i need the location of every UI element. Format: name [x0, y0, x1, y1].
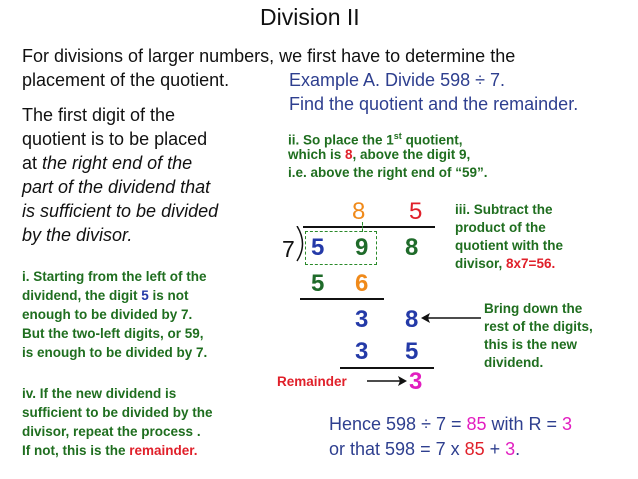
step-iv-line-4: If not, this is the remainder.: [22, 442, 198, 460]
new-dividend-digit-1: 3: [355, 306, 369, 333]
conclusion-remainder-2: 3: [505, 439, 516, 459]
division-bracket: [296, 226, 304, 262]
conclusion-line-1-a: Hence 598 ÷ 7 =: [329, 414, 467, 434]
conclusion-line-2-a: or that 598 = 7 x: [329, 439, 465, 459]
remainder-value: 3: [409, 368, 423, 395]
intro-line-1: For divisions of larger numbers, we firs…: [22, 46, 516, 66]
intro-line-2: placement of the quotient.: [22, 70, 230, 90]
step-iii-line-4: divisor, 8x7=56.: [455, 255, 555, 273]
division-bar: [303, 226, 435, 228]
bring-down-line-3: this is the new: [484, 337, 578, 352]
conclusion-line-2-c: .: [515, 439, 521, 459]
dividend-digit-3: 8: [405, 234, 419, 261]
step-iv-remainder-word: remainder.: [129, 443, 198, 458]
quotient-digit-2: 5: [409, 198, 423, 225]
step-ii-line-1: ii. So place the 1st quotient,: [288, 128, 463, 149]
divisor: 7: [282, 236, 295, 262]
subtraction-line-1: [300, 298, 384, 300]
step-ii-line-2: which is 8, above the digit 9,: [288, 146, 470, 164]
conclusion-line-2: or that 598 = 7 x 85 + 3.: [329, 438, 520, 460]
rule-line-3: at the right end of the: [22, 152, 192, 174]
rule-line-1: The first digit of the: [22, 105, 176, 125]
step-iv-line-1: iv. If the new dividend is: [22, 386, 177, 401]
step-iii-line-4-a: divisor,: [455, 256, 507, 271]
rule-line-4: part of the dividend that: [22, 177, 211, 197]
conclusion-line-1-b: with R =: [486, 414, 563, 434]
remainder-arrow-icon: [367, 376, 407, 386]
rule-line-3-a: at: [22, 153, 43, 173]
dividend-digit-2: 9: [355, 234, 369, 261]
conclusion-line-2-b: +: [484, 439, 506, 459]
sufficient-part-box: [305, 231, 377, 265]
step-ii-line-2-b: , above the digit 9,: [352, 147, 471, 162]
step-i-digit: 5: [141, 288, 149, 303]
conclusion-line-1: Hence 598 ÷ 7 = 85 with R = 3: [329, 413, 572, 435]
conclusion-quotient-2: 85: [464, 439, 485, 459]
placement-guide: [362, 222, 363, 232]
step-ii-line-1-b: quotient,: [401, 132, 463, 148]
page-title: Division II: [260, 4, 360, 30]
step-ii-line-2-a: which is: [288, 147, 346, 162]
example-line-2: Find the quotient and the remainder.: [289, 94, 579, 114]
step-iv-line-3: divisor, repeat the process .: [22, 424, 201, 439]
step-iv-line-2: sufficient to be divided by the: [22, 405, 213, 420]
conclusion-quotient-1: 85: [466, 414, 487, 434]
step-ii-line-1-a: ii. So place the 1: [288, 132, 394, 148]
step-iii-line-1: iii. Subtract the: [455, 202, 553, 217]
example-line-1: Example A. Divide 598 ÷ 7.: [289, 70, 505, 90]
bring-down-line-1: Bring down the: [484, 301, 583, 316]
rule-line-5: is sufficient to be divided: [22, 201, 219, 221]
step-ii-quotient-digit: 8: [345, 147, 353, 162]
new-dividend-digit-2: 8: [405, 306, 419, 333]
product2-digit-2: 5: [405, 338, 419, 365]
conclusion-remainder-1: 3: [562, 414, 573, 434]
rule-line-3-b: the right end of the: [42, 153, 193, 173]
bring-down-line-4: dividend.: [484, 355, 544, 370]
product-digit-1: 5: [311, 270, 325, 297]
dividend-digit-1: 5: [311, 234, 325, 261]
step-i-line-3: enough to be divided by 7.: [22, 307, 193, 322]
step-i-line-1: i. Starting from the left of the: [22, 269, 207, 284]
step-i-line-2: dividend, the digit 5 is not: [22, 287, 189, 305]
step-iii-product: 8x7=56.: [506, 256, 556, 271]
step-i-line-2-b: is not: [148, 288, 189, 303]
step-iv-line-4-a: If not, this is the: [22, 443, 130, 458]
step-ii-line-3: i.e. above the right end of “59”.: [288, 165, 488, 180]
step-iii-line-2: product of the: [455, 220, 546, 235]
step-ii-sup: st: [393, 131, 402, 141]
rule-line-6: by the divisor.: [22, 225, 133, 245]
product-digit-2: 6: [355, 270, 369, 297]
remainder-label: Remainder: [277, 374, 347, 389]
step-i-line-4: But the two-left digits, or 59,: [22, 326, 204, 341]
step-i-line-5: is enough to be divided by 7.: [22, 345, 208, 360]
step-i-line-2-a: dividend, the digit: [22, 288, 142, 303]
rule-line-2: quotient is to be placed: [22, 129, 208, 149]
step-iii-line-3: quotient with the: [455, 238, 563, 253]
quotient-digit-1: 8: [352, 198, 366, 225]
bring-down-line-2: rest of the digits,: [484, 319, 593, 334]
bring-down-arrow-icon: [421, 313, 481, 323]
product2-digit-1: 3: [355, 338, 369, 365]
subtraction-line-2: [340, 367, 434, 369]
